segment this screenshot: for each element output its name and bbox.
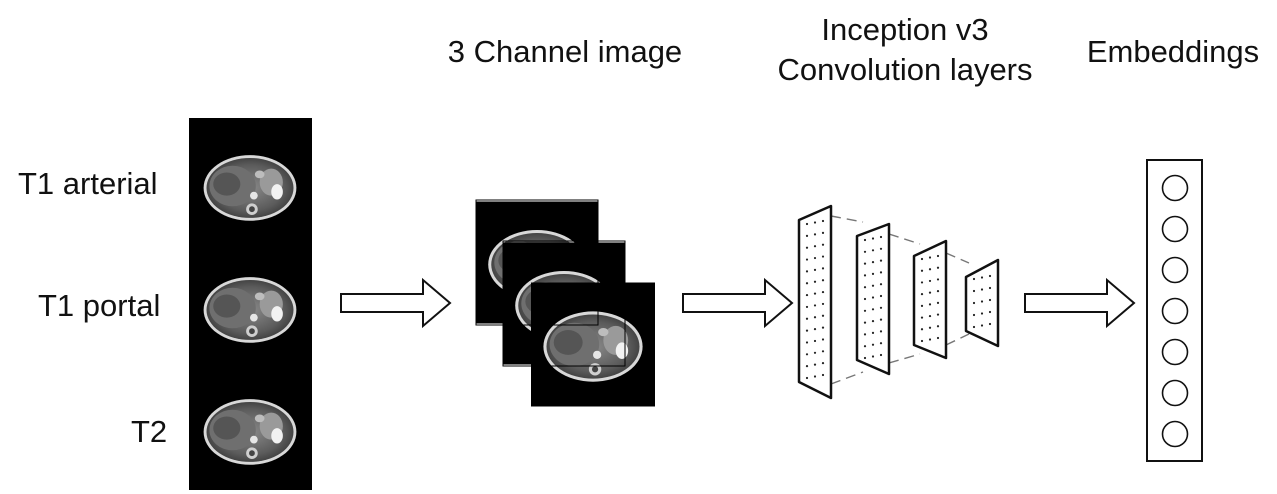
arrow-2: [682, 277, 794, 329]
scan-t2: [192, 372, 308, 488]
heading-inception-v3: Inception v3: [821, 12, 989, 47]
heading-convolution-layers: Convolution layers: [777, 52, 1033, 87]
embedding-unit: [1161, 215, 1189, 243]
embedding-unit: [1161, 297, 1189, 325]
three-channel-stack: [475, 199, 655, 407]
embedding-unit: [1161, 420, 1189, 448]
label-t1-portal: T1 portal: [38, 288, 161, 323]
channel-image-3: [531, 282, 655, 407]
heading-embeddings: Embeddings: [1086, 34, 1260, 69]
embedding-unit: [1161, 256, 1189, 284]
scan-t1-portal: [192, 250, 308, 366]
scan-t1-arterial: [192, 128, 308, 244]
heading-3-channel-image: 3 Channel image: [447, 34, 683, 69]
embeddings-vector: [1146, 159, 1203, 462]
embedding-unit: [1161, 338, 1189, 366]
embedding-unit: [1161, 379, 1189, 407]
embedding-unit: [1161, 174, 1189, 202]
conv-layer-1: [797, 204, 833, 400]
convolution-layers: [797, 204, 1000, 400]
label-t1-arterial: T1 arterial: [18, 166, 158, 201]
conv-layer-4: [964, 258, 1000, 348]
arrow-3: [1024, 277, 1136, 329]
input-scan-column: [189, 118, 312, 490]
conv-layer-2: [855, 222, 891, 376]
label-t2: T2: [131, 414, 168, 449]
arrow-1: [340, 277, 452, 329]
